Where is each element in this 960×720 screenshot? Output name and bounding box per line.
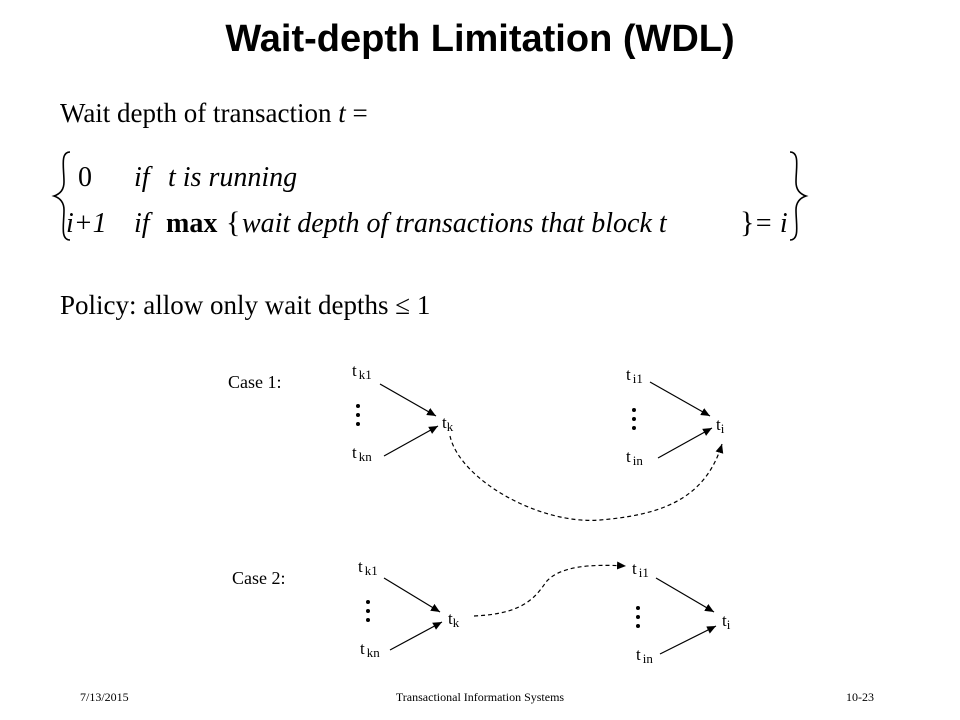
less-equal-symbol: ≤	[395, 290, 411, 320]
node-tk: tk	[448, 609, 460, 630]
case1-label: Case 1:	[228, 372, 282, 392]
edge-tk-to-ti-dashed	[449, 435, 724, 521]
case2-arrows	[383, 561, 717, 655]
case2-max: max	[166, 208, 217, 239]
ellipsis-dot	[632, 426, 636, 430]
case2-value: i+1	[66, 208, 107, 239]
case1-if: if	[134, 162, 153, 193]
ellipsis-dot	[636, 615, 640, 619]
edge-tk-to-ti1-dashed	[473, 561, 627, 617]
policy-statement: Policy: allow only wait depths ≤ 1	[60, 290, 430, 321]
left-curly-brace	[51, 151, 71, 241]
node-tk: tk	[442, 413, 454, 434]
footer-course: Transactional Information Systems	[395, 690, 565, 704]
case2-open-brace: {	[226, 206, 240, 239]
ellipsis-dot	[356, 413, 360, 417]
edge-ti1-to-ti	[655, 577, 715, 613]
right-curly-brace	[789, 151, 809, 241]
wait-depth-definition: Wait depth of transaction t =	[60, 98, 368, 129]
case2-close-brace: }	[740, 206, 754, 239]
case2-condition: wait depth of transactions that block t	[242, 208, 668, 239]
edge-tin-to-ti	[657, 427, 713, 459]
case2-result: = i	[754, 208, 788, 239]
footer-page-number: 10-23	[846, 690, 874, 704]
ellipsis-dot	[632, 417, 636, 421]
ellipsis-dot	[356, 404, 360, 408]
edge-tk1-to-tk	[379, 383, 437, 417]
edge-ti1-to-ti	[649, 381, 711, 417]
slide-title: Wait-depth Limitation (WDL)	[225, 18, 735, 60]
policy-prefix: Policy: allow only wait depths	[60, 290, 396, 320]
ellipsis-dot	[632, 408, 636, 412]
definition-suffix: =	[345, 98, 368, 128]
definition-prefix: Wait depth of transaction	[60, 98, 339, 128]
case2-dots	[366, 600, 640, 628]
case1-dots	[356, 404, 636, 430]
node-ti: ti	[722, 611, 731, 632]
case1-value: 0	[78, 162, 92, 193]
edge-tin-to-ti	[659, 625, 717, 655]
definition-variable: t	[338, 98, 346, 128]
policy-value: 1	[410, 290, 431, 320]
ellipsis-dot	[636, 606, 640, 610]
case1-condition: t is running	[168, 162, 297, 193]
edge-tkn-to-tk	[389, 621, 443, 651]
case2-if: if	[134, 208, 153, 239]
ellipsis-dot	[366, 609, 370, 613]
case1-arrows	[379, 381, 724, 521]
edge-tk1-to-tk	[383, 577, 441, 613]
ellipsis-dot	[356, 422, 360, 426]
case2-label: Case 2:	[232, 568, 286, 588]
ellipsis-dot	[366, 600, 370, 604]
ellipsis-dot	[636, 624, 640, 628]
node-ti: ti	[716, 415, 725, 436]
ellipsis-dot	[366, 618, 370, 622]
edge-tkn-to-tk	[383, 425, 439, 457]
footer-date: 7/13/2015	[80, 690, 129, 704]
